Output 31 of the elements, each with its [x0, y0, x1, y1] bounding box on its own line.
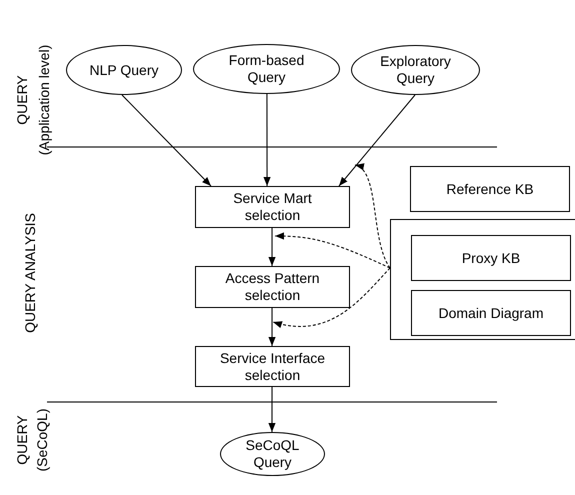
- arrow: [122, 94, 212, 186]
- section-label: QUERY: [14, 415, 30, 465]
- node-label: Access Pattern selection: [224, 270, 321, 304]
- node-label: Proxy KB: [462, 250, 520, 266]
- section-label: (SeCoQL): [34, 408, 50, 472]
- process-box: [195, 346, 350, 387]
- section-label: (Application level): [36, 44, 52, 156]
- dashed-arrow: [354, 164, 390, 268]
- arrow: [263, 94, 271, 186]
- process-box: [411, 290, 571, 336]
- process-box: [410, 166, 570, 212]
- node-label: Form-based Query: [228, 52, 306, 86]
- group-box: [390, 219, 575, 340]
- node-label: Service Interface selection: [218, 350, 326, 384]
- process-box: [195, 186, 350, 228]
- node-label: SeCoQL Query: [244, 437, 300, 471]
- section-label: QUERY ANALYSIS: [22, 213, 38, 333]
- arrow: [268, 228, 276, 266]
- node-label: Reference KB: [446, 180, 534, 198]
- section-label: QUERY: [14, 75, 30, 125]
- node-label: NLP Query: [90, 62, 158, 78]
- arrow: [338, 94, 416, 186]
- process-box: [411, 235, 571, 281]
- arrow: [268, 308, 276, 346]
- arrow: [268, 386, 276, 432]
- dashed-arrow: [274, 232, 390, 268]
- node-label: Service Mart selection: [232, 190, 313, 224]
- dashed-arrow: [272, 268, 390, 328]
- node-label: Exploratory Query: [379, 53, 452, 87]
- node-label: Domain Diagram: [438, 304, 544, 322]
- process-box: [195, 266, 350, 308]
